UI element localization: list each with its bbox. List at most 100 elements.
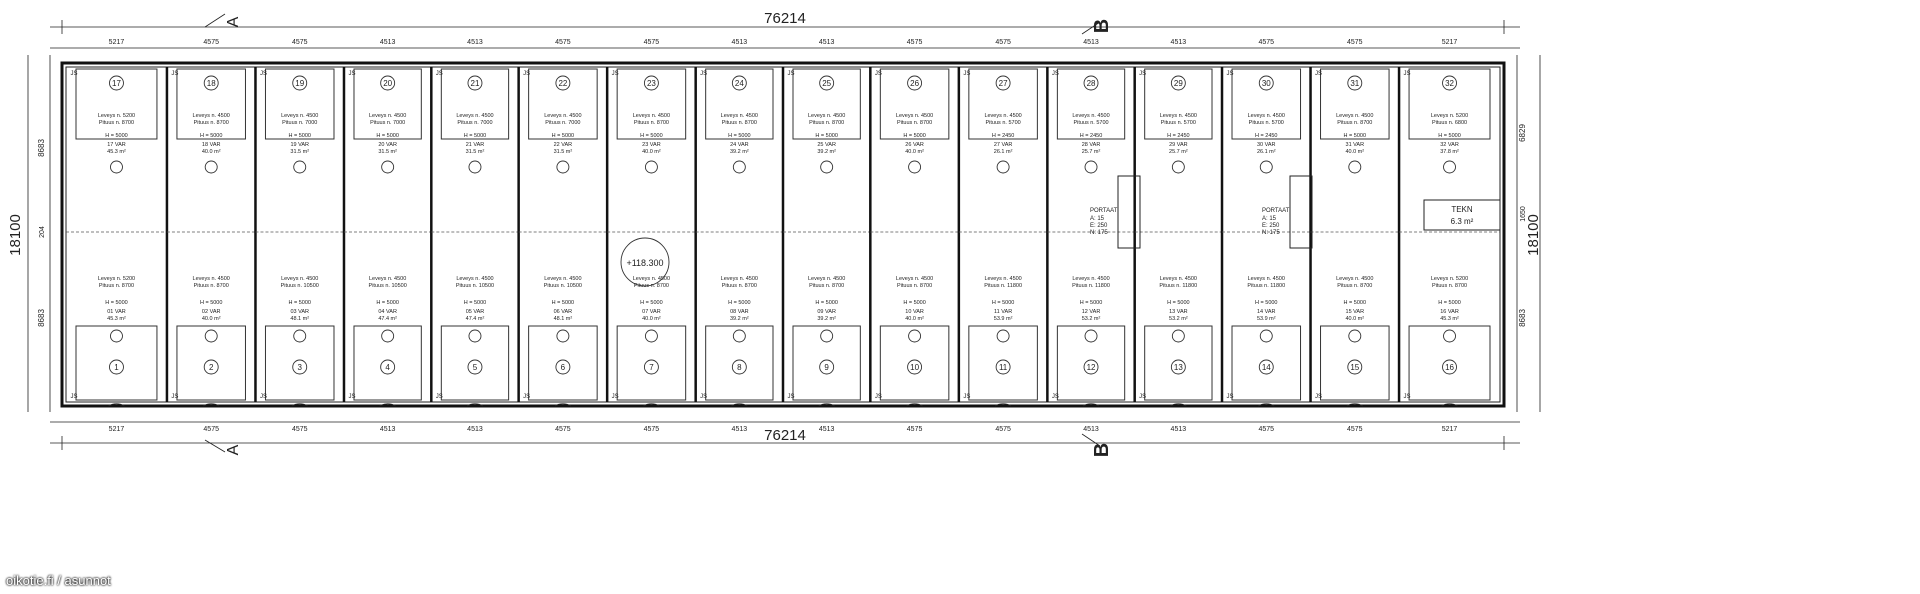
unit-number-circle [1170,75,1186,91]
bay-width-bottom: 5217 [109,426,125,433]
floor-drain [644,160,658,174]
unit-var: 08 VAR [730,309,749,315]
unit-number: 31 [1350,79,1359,88]
js-label: JS [523,71,530,77]
floor-drain [1443,329,1456,343]
bottom-dimension: 76214 [50,421,1520,450]
unit-length: Pituus n. 8700 [194,120,229,126]
unit-number: 22 [558,79,567,88]
unit-number: 10 [910,363,919,372]
floor-drain [1259,329,1273,343]
floor-drain [1443,160,1456,174]
unit-width: Leveys n. 4500 [281,113,318,119]
unit-length: Pituus n. 8700 [1337,120,1372,126]
unit-area: 37.8 m² [1440,149,1459,155]
unit-length: Pituus n. 11800 [1247,283,1285,289]
unit-width: Leveys n. 4500 [369,113,406,119]
unit-area: 31.5 m² [290,149,309,155]
unit-var: 26 VAR [905,142,924,148]
unit-height: H = 5000 [903,300,925,306]
floor-drain [204,329,218,343]
door-arc [1170,403,1187,407]
bay-width-bottom: 4575 [1258,426,1274,433]
unit-number-circle [109,75,124,91]
unit-number: 3 [298,363,303,372]
unit-width: Leveys n. 4500 [456,113,493,119]
js-label: JS [436,71,443,77]
unit-height: H = 2450 [992,133,1014,139]
js-label: JS [1315,394,1322,400]
unit-var: 05 VAR [466,309,485,315]
unit-var: 15 VAR [1346,309,1365,315]
bay-width-bottom: 4513 [1171,426,1187,433]
unit-number: 25 [822,79,831,88]
bay-width-top: 4513 [819,39,835,46]
bay-width-top: 4513 [1171,39,1187,46]
unit-number-circle [467,359,483,375]
unit-number: 32 [1445,79,1454,88]
bay-width-top: 4513 [732,39,748,46]
unit-width: Leveys n. 5200 [1431,113,1468,119]
unit-width: Leveys n. 4500 [1336,113,1373,119]
floor-drain [996,160,1010,174]
unit-height: H = 2450 [1167,133,1189,139]
unit-number-circle [1083,75,1099,91]
unit-number: 9 [824,363,829,372]
unit-number: 15 [1350,363,1359,372]
unit-number: 30 [1262,79,1271,88]
unit-number: 18 [207,79,216,88]
floor-drain [204,160,218,174]
unit-number-circle [292,75,308,91]
js-label: JS [171,394,178,400]
unit-length: Pituus n. 8700 [722,120,757,126]
unit-width: Leveys n. 4500 [808,276,845,282]
svg-text:A: 15: A: 15 [1090,216,1105,222]
unit-area: 39.2 m² [730,316,749,322]
unit-length: Pituus n. 11800 [984,283,1022,289]
unit-length: Pituus n. 8700 [722,283,757,289]
js-label: JS [1052,71,1059,77]
unit-length: Pituus n. 11800 [1072,283,1110,289]
unit-number-circle [555,359,571,375]
unit-number-circle [555,75,571,91]
unit-length: Pituus n. 7000 [545,120,580,126]
unit-var: 16 VAR [1440,309,1459,315]
unit-height: H = 5000 [1438,133,1460,139]
floor-drain [732,160,746,174]
unit-length: Pituus n. 8700 [99,283,134,289]
unit-number: 27 [999,79,1008,88]
unit-height: H = 5000 [815,300,837,306]
section-mark-a-top: A [204,13,242,27]
unit-length: Pituus n. 7000 [282,120,317,126]
unit-height: H = 5000 [815,133,837,139]
unit-width: Leveys n. 4500 [984,113,1021,119]
js-label: JS [171,71,178,77]
floor-drain [468,329,482,343]
unit-height: H = 5000 [288,300,310,306]
svg-text:PORTAAT: PORTAAT [1262,208,1290,214]
unit-length: Pituus n. 8700 [809,120,844,126]
unit-number-circle [1347,359,1363,375]
floor-drain [908,160,922,174]
svg-text:1650: 1650 [1520,206,1527,222]
js-label: JS [875,71,882,77]
unit-number: 1 [114,363,119,372]
svg-text:E: 250: E: 250 [1090,223,1108,229]
unit-length: Pituus n. 8700 [1432,283,1467,289]
door-arc [818,403,835,407]
unit-length: Pituus n. 8700 [99,120,134,126]
unit-width: Leveys n. 5200 [1431,276,1468,282]
floor-drain [1259,160,1273,174]
js-label: JS [875,394,882,400]
js-label: JS [348,394,355,400]
unit-number-circle [203,359,219,375]
unit-area: 53.9 m² [994,316,1013,322]
unit-var: 13 VAR [1169,309,1188,315]
unit-number-circle [995,75,1011,91]
unit-area: 26.1 m² [1257,149,1276,155]
svg-text:N: 175: N: 175 [1090,230,1108,236]
